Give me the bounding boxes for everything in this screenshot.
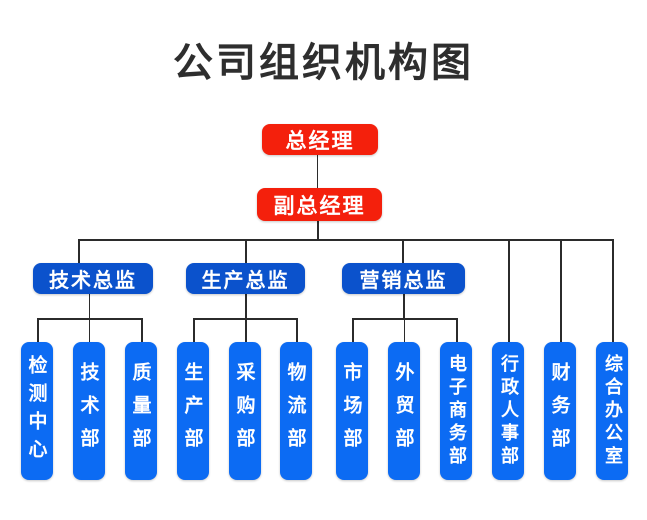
connector (403, 318, 405, 342)
dept-ecommerce-node: 电子商务部 (440, 342, 472, 480)
connector (403, 294, 405, 318)
dept-quality-node: 质量部 (125, 342, 157, 480)
director-marketing-node: 营销总监 (342, 263, 465, 294)
general-manager-node: 总经理 (262, 124, 378, 155)
connector (316, 155, 318, 188)
dept-foreign-trade-node: 外贸部 (388, 342, 420, 480)
director-production-node: 生产总监 (186, 263, 305, 294)
dept-purchasing-node: 采购部 (229, 342, 261, 480)
connector (78, 239, 80, 263)
connector (88, 294, 90, 318)
connector (402, 239, 404, 263)
page-title: 公司组织机构图 (173, 40, 474, 86)
connector (245, 294, 247, 318)
connector (508, 239, 510, 342)
dept-production-node: 生产部 (177, 342, 209, 480)
dept-finance-node: 财务部 (544, 342, 576, 480)
dept-admin-hr-node: 行政人事部 (492, 342, 524, 480)
connector (141, 318, 143, 342)
connector (78, 239, 613, 241)
connector (456, 318, 458, 342)
dept-technical-node: 技术部 (73, 342, 105, 480)
connector (245, 318, 247, 342)
connector (37, 318, 39, 342)
dept-general-office-node: 综合办公室 (596, 342, 628, 480)
dept-market-node: 市场部 (336, 342, 368, 480)
connector (245, 239, 247, 263)
connector (612, 239, 614, 342)
dept-testing-center-node: 检测中心 (21, 342, 53, 480)
connector (352, 318, 354, 342)
connector (88, 318, 90, 342)
connector (317, 221, 319, 239)
dept-logistics-node: 物流部 (280, 342, 312, 480)
connector (193, 318, 195, 342)
connector (560, 239, 562, 342)
director-technical-node: 技术总监 (33, 263, 153, 294)
connector (193, 318, 296, 320)
connector (296, 318, 298, 342)
deputy-general-manager-node: 副总经理 (257, 188, 382, 221)
